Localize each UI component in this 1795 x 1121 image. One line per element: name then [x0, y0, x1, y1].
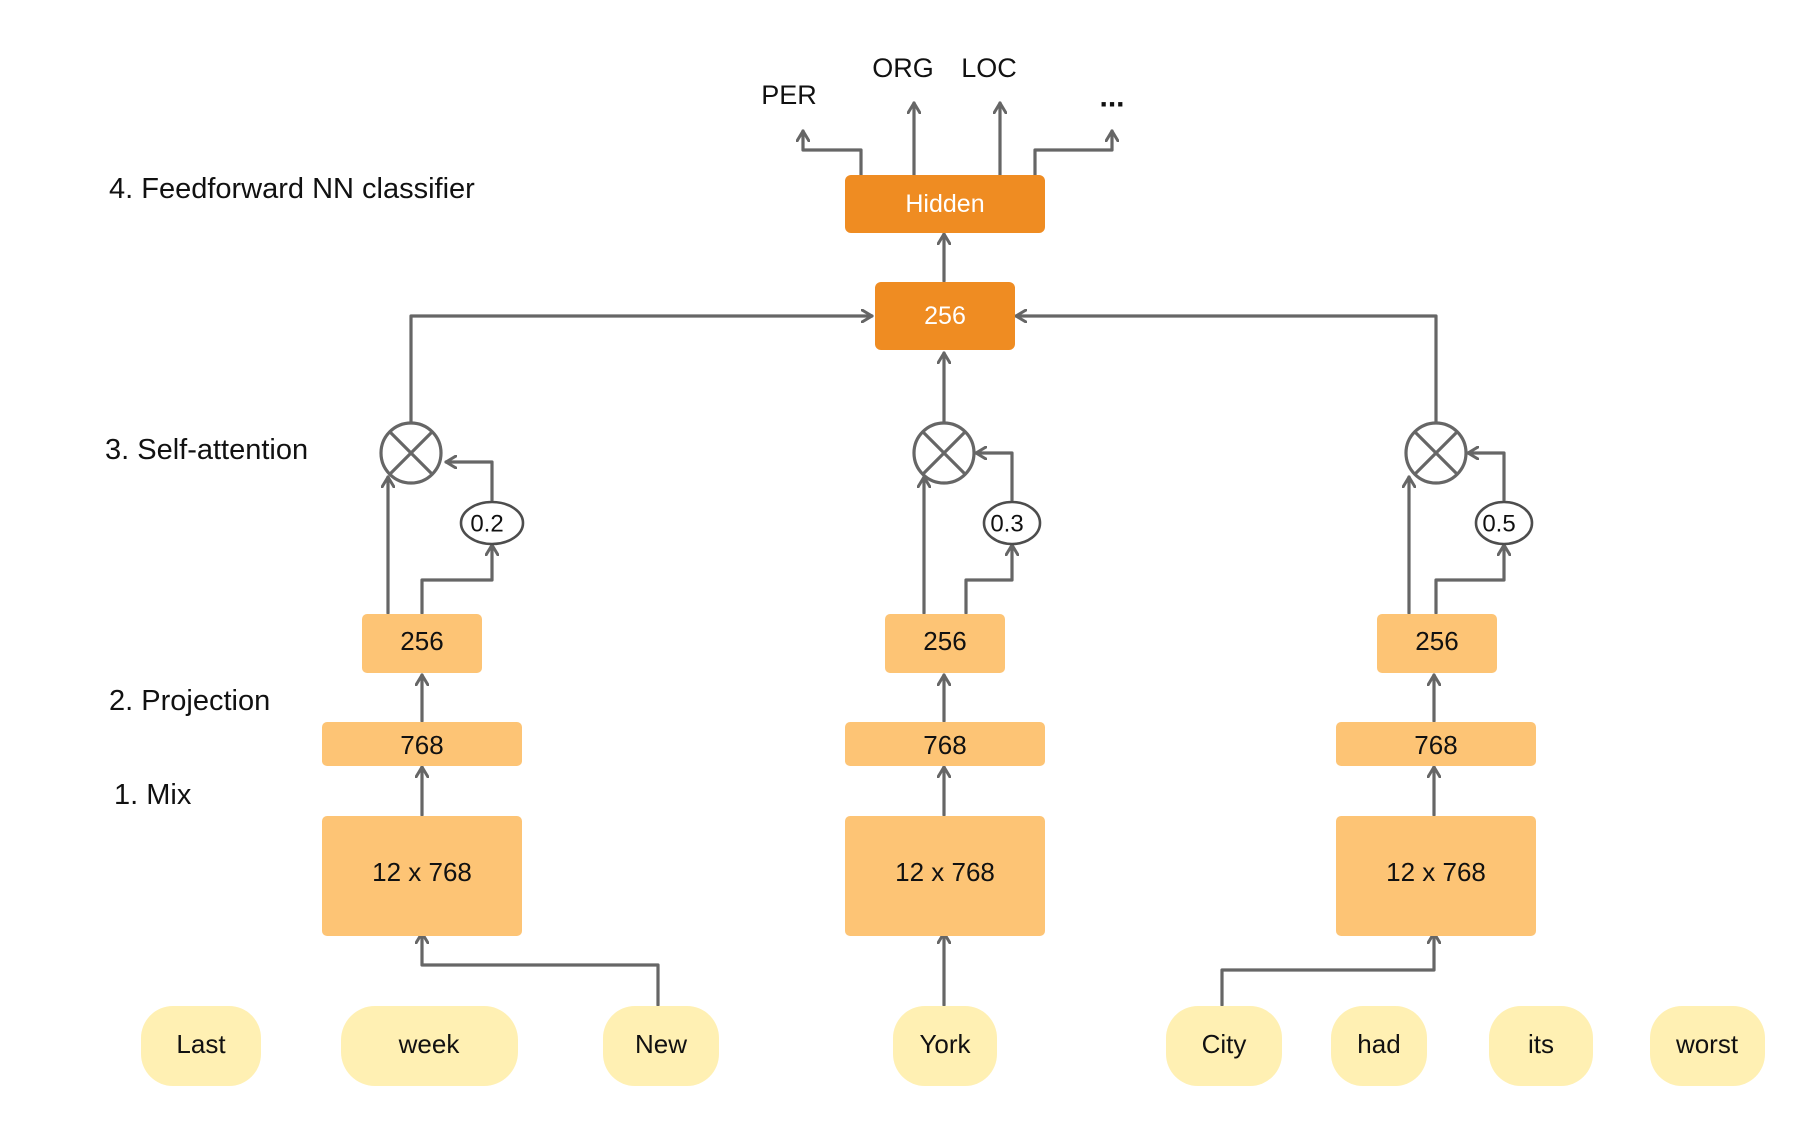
- projection-256-box-3: [1377, 614, 1497, 673]
- arrow-multiply-1-to-pooled: [409, 316, 874, 424]
- token-had: [1331, 1006, 1427, 1086]
- attention-weight-2-value: 0.3: [990, 511, 1023, 538]
- projection-256-label-1: 256: [400, 626, 443, 656]
- token-last-label: Last: [176, 1029, 226, 1059]
- mix-box-2: [845, 816, 1045, 936]
- arrow-weight-1-to-multiply: [444, 462, 494, 502]
- token-its-label: its: [1528, 1029, 1554, 1059]
- token-york-label: York: [919, 1029, 971, 1059]
- attention-weight-1-value: 0.2: [470, 511, 503, 538]
- token-had-label: had: [1357, 1029, 1400, 1059]
- token-last: [141, 1006, 261, 1086]
- stage-label-mix: 1. Mix: [114, 779, 192, 811]
- projection-768-box-3: [1336, 722, 1536, 766]
- token-week: [341, 1006, 518, 1086]
- output-label-org: ORG: [872, 53, 934, 83]
- attention-weight-3: [1474, 500, 1534, 546]
- arrow-multiply-3-to-pooled: [1014, 316, 1438, 424]
- pooled-label: 256: [924, 302, 966, 330]
- mix-box-3: [1336, 816, 1536, 936]
- token-row: Last week New York City had its worst: [141, 1006, 1765, 1086]
- attention-weight-2: [982, 500, 1042, 546]
- attention-weight-3-value: 0.5: [1482, 511, 1515, 538]
- output-label-more: ...: [1099, 81, 1124, 114]
- arrow-city-to-mix-3: [1220, 931, 1434, 1007]
- output-label-per: PER: [761, 80, 817, 110]
- projection-256-box-2: [885, 614, 1005, 673]
- stage-labels: 4. Feedforward NN classifier 3. Self-att…: [105, 173, 475, 811]
- arrow-hidden-to-per: [803, 129, 863, 177]
- pooled-box: [875, 282, 1015, 350]
- arrow-weight-3-to-multiply: [1466, 453, 1506, 502]
- mix-label-1: 12 x 768: [372, 857, 472, 887]
- stage-label-classifier: 4. Feedforward NN classifier: [109, 173, 475, 205]
- arrow-hidden-to-more: [1033, 129, 1112, 177]
- attention-weight-1: [459, 500, 525, 546]
- token-new-label: New: [635, 1029, 687, 1059]
- column-1: 0.2 256 768 12 x 768: [322, 421, 525, 936]
- hidden-box: [845, 175, 1045, 233]
- stage-label-self-attention: 3. Self-attention: [105, 434, 308, 466]
- column-2: 0.3 256 768 12 x 768: [845, 421, 1045, 936]
- arrow-weight-2-to-multiply: [974, 453, 1014, 502]
- arrow-proj-2-to-weight: [964, 543, 1012, 615]
- stage-label-projection: 2. Projection: [109, 685, 270, 717]
- mix-box-1: [322, 816, 522, 936]
- token-city: [1166, 1006, 1282, 1086]
- projection-768-label-1: 768: [400, 730, 443, 760]
- output-label-loc: LOC: [961, 53, 1017, 83]
- projection-768-label-2: 768: [923, 730, 966, 760]
- token-worst: [1650, 1006, 1765, 1086]
- projection-256-label-3: 256: [1415, 626, 1458, 656]
- multiply-icon-stroke-b: [921, 430, 967, 476]
- token-new: [603, 1006, 719, 1086]
- token-worst-label: worst: [1675, 1029, 1739, 1059]
- token-york: [893, 1006, 997, 1086]
- token-city-label: City: [1202, 1029, 1247, 1059]
- pooled-layer: 256: [875, 282, 1015, 350]
- hidden-label: Hidden: [905, 190, 984, 218]
- output-labels: PER ORG LOC ...: [761, 53, 1124, 114]
- mix-label-3: 12 x 768: [1386, 857, 1486, 887]
- column-3: 0.5 256 768 12 x 768: [1336, 421, 1536, 936]
- projection-256-label-2: 256: [923, 626, 966, 656]
- token-week-label: week: [398, 1029, 461, 1059]
- mix-label-2: 12 x 768: [895, 857, 995, 887]
- multiply-icon-stroke-b: [388, 430, 434, 476]
- token-its: [1489, 1006, 1593, 1086]
- arrow-proj-1-to-weight: [420, 543, 492, 615]
- hidden-layer: Hidden: [845, 175, 1045, 233]
- connectors: [388, 101, 1506, 1007]
- projection-256-box-1: [362, 614, 482, 673]
- multiply-icon-stroke-b: [1413, 430, 1459, 476]
- projection-768-box-2: [845, 722, 1045, 766]
- arrow-proj-3-to-weight: [1434, 543, 1504, 615]
- projection-768-box-1: [322, 722, 522, 766]
- arrow-new-to-mix-1: [422, 931, 660, 1007]
- projection-768-label-3: 768: [1414, 730, 1457, 760]
